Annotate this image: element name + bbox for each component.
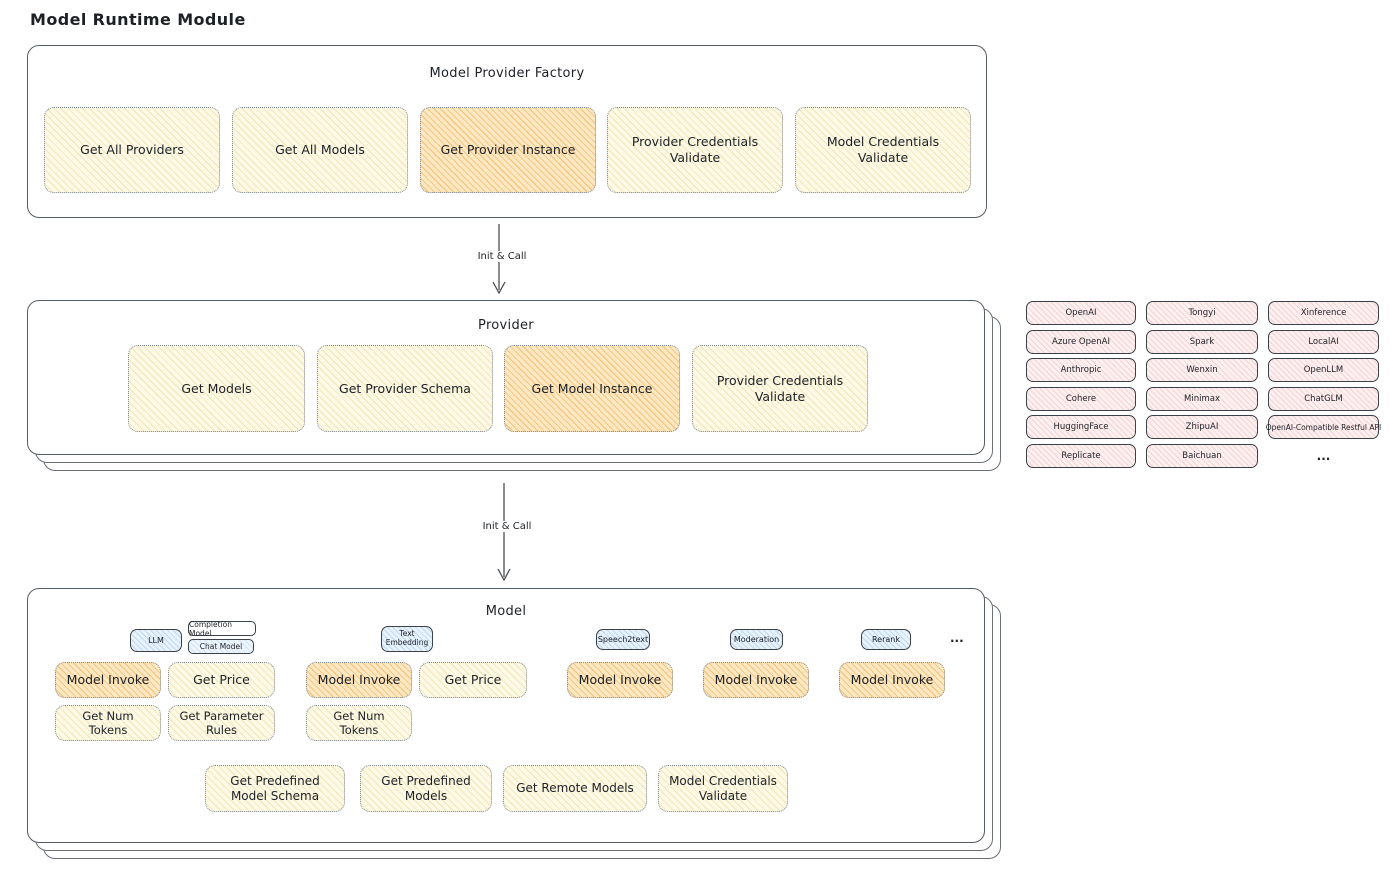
arrow-label-init-call-2: Init & Call <box>460 521 554 532</box>
provider-pill-chatglm: ChatGLM <box>1268 386 1379 411</box>
provider-pill-openai-compatible: OpenAI-Compatible Restful API <box>1266 415 1381 439</box>
model-node-embedding-get-num-tokens: Get Num Tokens <box>306 705 412 741</box>
provider-node-get-models: Get Models <box>128 345 305 432</box>
provider-pill-huggingface: HuggingFace <box>1026 415 1136 439</box>
arrow-provider-to-model <box>497 483 511 582</box>
provider-pill-localai: LocalAI <box>1268 329 1379 354</box>
provider-pill-tongyi: Tongyi <box>1146 301 1258 325</box>
model-node-embedding-model-invoke: Model Invoke <box>306 662 412 698</box>
model-node-get-remote-models: Get Remote Models <box>503 765 647 812</box>
model-node-llm-get-parameter-rules: Get Parameter Rules <box>168 705 275 741</box>
factory-node-get-all-models: Get All Models <box>232 107 408 193</box>
tab-moderation: Moderation <box>730 629 783 650</box>
page-title: Model Runtime Module <box>30 10 246 29</box>
tab-llm: LLM <box>130 629 182 652</box>
provider-pill-openllm: OpenLLM <box>1268 358 1379 382</box>
model-node-moderation-model-invoke: Model Invoke <box>703 662 809 698</box>
provider-pill-anthropic: Anthropic <box>1026 358 1136 382</box>
model-node-model-credentials-validate: Model Credentials Validate <box>658 765 788 812</box>
provider-list-grid: OpenAI Tongyi Xinference Azure OpenAI Sp… <box>1026 301 1381 468</box>
arrow-label-init-call-1: Init & Call <box>455 251 549 262</box>
provider-pill-openai: OpenAI <box>1026 301 1136 325</box>
tab-completion-model: Completion Model <box>188 620 256 638</box>
factory-node-model-credentials-validate: Model Credentials Validate <box>795 107 971 193</box>
provider-pill-baichuan: Baichuan <box>1146 443 1258 468</box>
provider-pill-azure-openai: Azure OpenAI <box>1026 329 1136 354</box>
provider-title: Provider <box>478 318 534 333</box>
model-node-llm-model-invoke: Model Invoke <box>55 662 161 698</box>
factory-node-get-provider-instance: Get Provider Instance <box>420 107 596 193</box>
provider-node-get-provider-schema: Get Provider Schema <box>317 345 493 432</box>
provider-pill-zhipuai: ZhipuAI <box>1146 415 1258 439</box>
factory-node-provider-credentials-validate: Provider Credentials Validate <box>607 107 783 193</box>
provider-node-get-model-instance: Get Model Instance <box>504 345 680 432</box>
tab-text-embedding: Text Embedding <box>381 626 433 652</box>
factory-node-get-all-providers: Get All Providers <box>44 107 220 193</box>
provider-pill-replicate: Replicate <box>1026 443 1136 468</box>
factory-title: Model Provider Factory <box>429 66 585 81</box>
tab-speech2text: Speech2text <box>596 629 650 650</box>
model-node-llm-get-num-tokens: Get Num Tokens <box>55 705 161 741</box>
provider-list-ellipsis: ... <box>1316 448 1331 463</box>
model-node-llm-get-price: Get Price <box>168 662 275 698</box>
model-node-get-predefined-model-schema: Get Predefined Model Schema <box>205 765 345 812</box>
provider-pill-cohere: Cohere <box>1026 386 1136 411</box>
provider-pill-minimax: Minimax <box>1146 386 1258 411</box>
model-node-rerank-model-invoke: Model Invoke <box>839 662 945 698</box>
model-node-speech2text-model-invoke: Model Invoke <box>567 662 673 698</box>
provider-node-provider-credentials-validate: Provider Credentials Validate <box>692 345 868 432</box>
tab-chat-model: Chat Model <box>188 639 254 654</box>
model-node-get-predefined-models: Get Predefined Models <box>360 765 492 812</box>
provider-pill-spark: Spark <box>1146 329 1258 354</box>
provider-pill-wenxin: Wenxin <box>1146 358 1258 382</box>
model-title: Model <box>485 604 527 619</box>
model-node-embedding-get-price: Get Price <box>419 662 527 698</box>
provider-pill-xinference: Xinference <box>1268 301 1379 325</box>
model-tabs-ellipsis: ... <box>950 631 964 645</box>
tab-rerank: Rerank <box>861 629 911 650</box>
